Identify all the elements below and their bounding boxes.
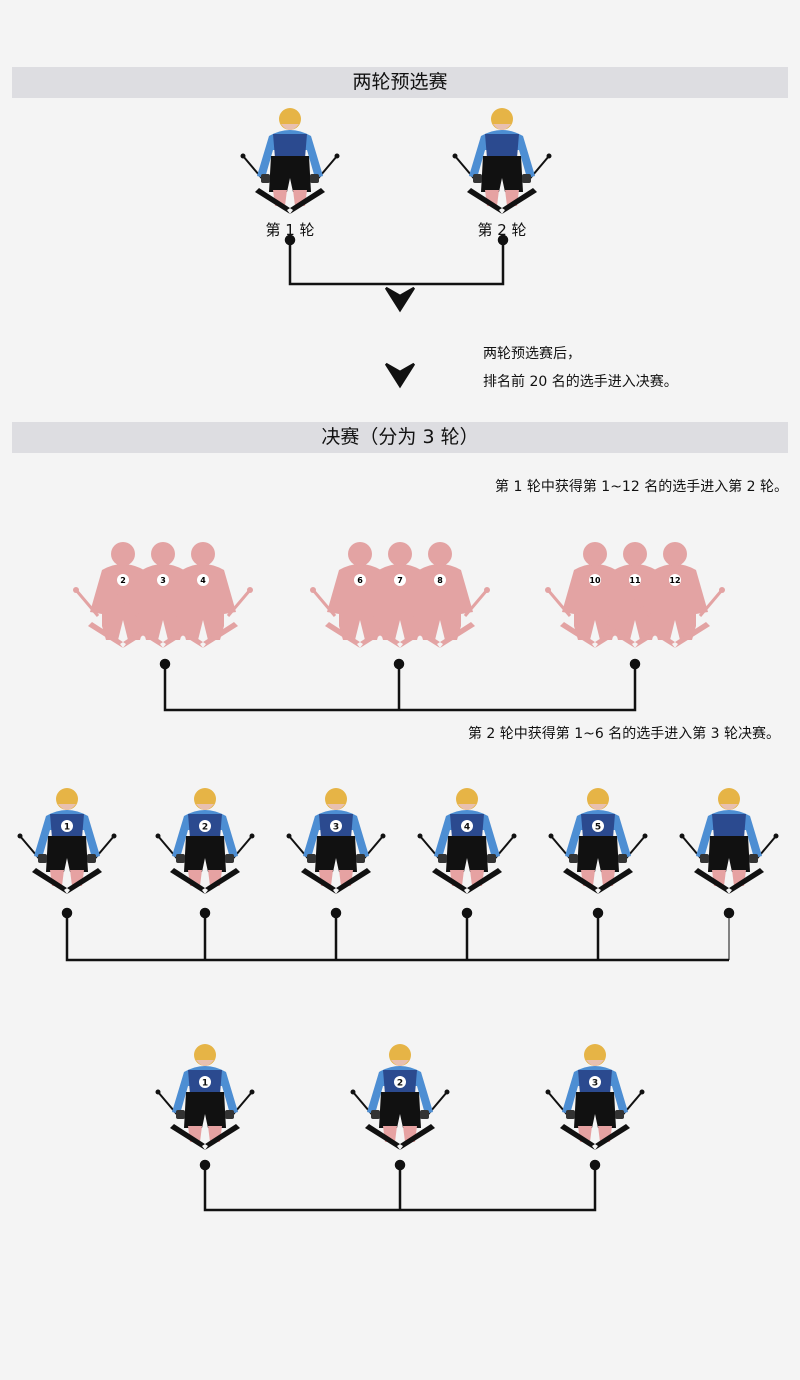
bib-badge [330, 820, 342, 832]
skier-icon: 1 [150, 1042, 260, 1154]
bib-badge [117, 574, 129, 586]
run-label: 第 1 轮 [265, 221, 315, 239]
round1-note: 第 1 轮中获得第 1~12 名的选手进入第 2 轮。 [495, 479, 788, 495]
bib-number: 12 [669, 576, 680, 585]
skier-icon: 1 [12, 786, 122, 898]
bib-number: 11 [629, 576, 641, 585]
bib-badge [394, 1076, 406, 1088]
skier-icon: 2 [150, 786, 260, 898]
bib-badge [461, 820, 473, 832]
skier-icon: 3 [281, 786, 391, 898]
bib-badge [354, 574, 366, 586]
final-banner: 决赛（分为 3 轮） [12, 422, 788, 453]
qualifying-banner: 两轮预选赛 [12, 67, 788, 98]
run-label: 第 2 轮 [477, 221, 527, 239]
eliminated-group: 10 11 12 [543, 540, 727, 650]
bib-number: 3 [160, 576, 166, 585]
bib-badge [199, 1076, 211, 1088]
bib-badge [199, 820, 211, 832]
bib-badge [197, 574, 209, 586]
skier-icon: 5 [543, 786, 653, 898]
qualifying-note: 排名前 20 名的选手进入决赛。 [483, 374, 678, 390]
bib-number: 2 [202, 823, 208, 833]
bib-badge [157, 574, 169, 586]
bib-badge [61, 820, 73, 832]
round2-note: 第 2 轮中获得第 1~6 名的选手进入第 3 轮决赛。 [467, 726, 780, 742]
bib-number: 10 [589, 576, 601, 585]
bib-badge [394, 574, 406, 586]
bib-number: 5 [595, 823, 601, 833]
bib-badge [589, 1076, 601, 1088]
skier-icon: 3 [540, 1042, 650, 1154]
bib-number: 4 [200, 576, 206, 585]
bib-badge [629, 574, 641, 586]
bib-number: 4 [464, 823, 470, 833]
bib-number: 6 [357, 576, 363, 585]
bib-number: 1 [202, 1079, 208, 1089]
skier-icon: 4 [412, 786, 522, 898]
skier-icon: 2 [345, 1042, 455, 1154]
bib-number: 8 [437, 576, 443, 585]
bib-badge [592, 820, 604, 832]
bib-number: 1 [64, 823, 70, 833]
qualifying-note: 两轮预选赛后， [483, 346, 581, 362]
bib-number: 7 [397, 576, 403, 585]
bib-number: 2 [120, 576, 126, 585]
bib-number: 2 [397, 1079, 403, 1089]
bib-badge [434, 574, 446, 586]
eliminated-group: 6 7 8 [308, 540, 492, 650]
bib-number: 3 [333, 823, 339, 833]
bib-number: 3 [592, 1079, 598, 1089]
bib-badge [669, 574, 681, 586]
eliminated-group: 2 3 4 [71, 540, 255, 650]
bib-badge [589, 574, 601, 586]
